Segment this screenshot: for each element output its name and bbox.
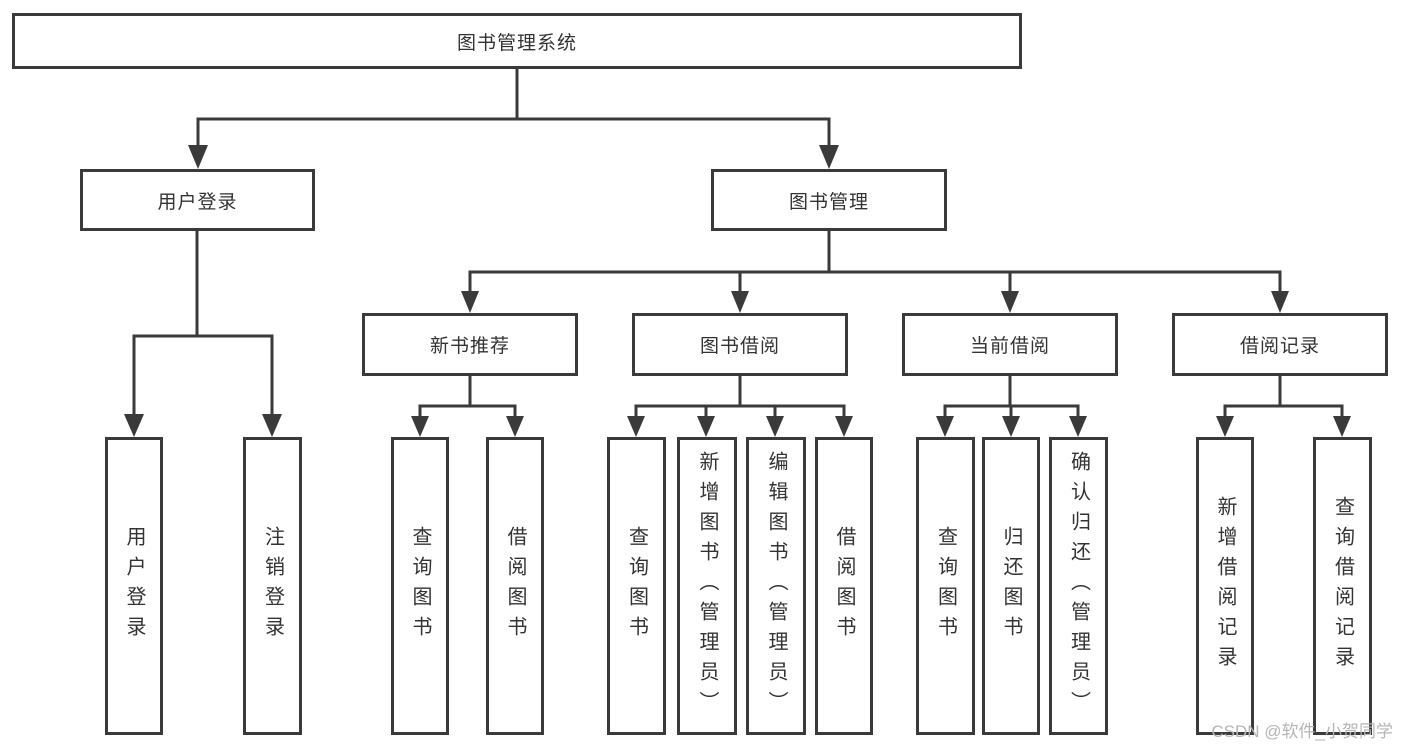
node-book-borrowing-label: 图书借阅 [699, 336, 780, 357]
node-root: 图书管理系统 [12, 13, 1022, 69]
leaf-query-book-1: 查询图书 [391, 437, 449, 735]
csdn-watermark: CSDN @软件_小贺同学 [1211, 722, 1393, 741]
node-new-book-recommend: 新书推荐 [362, 313, 578, 376]
node-book-management: 图书管理 [711, 169, 947, 231]
arrowhead-icon [835, 416, 853, 437]
leaf-add-book-admin: 新增图书（管理员） [677, 437, 737, 735]
arrowhead-icon [1271, 291, 1289, 313]
leaf-logout: 注销登录 [243, 437, 302, 735]
node-borrowing-records-label: 借阅记录 [1239, 336, 1320, 357]
leaf-return-book: 归还图书 [982, 437, 1040, 735]
node-current-borrowing: 当前借阅 [902, 313, 1118, 376]
leaf-add-book-admin-label: 新增图书（管理员） [696, 451, 718, 721]
leaf-add-borrow-record: 新增借阅记录 [1196, 437, 1254, 735]
leaf-confirm-return-admin: 确认归还（管理员） [1049, 437, 1108, 735]
leaf-edit-book-admin: 编辑图书（管理员） [746, 437, 806, 735]
leaf-edit-book-admin-label: 编辑图书（管理员） [765, 451, 787, 721]
arrowhead-icon [506, 416, 524, 437]
leaf-query-borrow-record: 查询借阅记录 [1313, 437, 1372, 735]
leaf-borrow-book-1: 借阅图书 [486, 437, 544, 735]
arrowhead-icon [1216, 416, 1234, 437]
leaf-confirm-return-admin-label: 确认归还（管理员） [1067, 451, 1090, 721]
leaf-query-book-2: 查询图书 [607, 437, 666, 735]
leaf-query-book-3-label: 查询图书 [934, 526, 957, 646]
arrowhead-icon [124, 414, 144, 437]
leaf-return-book-label: 归还图书 [1000, 526, 1022, 646]
arrowhead-icon [731, 291, 749, 313]
leaf-query-book-1-label: 查询图书 [409, 526, 431, 646]
arrowhead-icon [627, 416, 645, 437]
arrowhead-icon [262, 414, 282, 437]
leaf-user-login-label: 用户登录 [123, 526, 145, 646]
leaf-logout-label: 注销登录 [261, 526, 284, 646]
leaf-query-book-3: 查询图书 [916, 437, 975, 735]
node-borrowing-records: 借阅记录 [1172, 313, 1388, 376]
arrowhead-icon [1333, 416, 1351, 437]
leaf-user-login: 用户登录 [105, 437, 163, 735]
arrowhead-icon [411, 416, 429, 437]
arrowhead-icon [766, 416, 784, 437]
arrowheads [124, 145, 1351, 437]
arrowhead-icon [461, 291, 479, 313]
arrowhead-icon [188, 145, 208, 169]
node-current-borrowing-label: 当前借阅 [969, 336, 1050, 357]
arrowhead-icon [1002, 416, 1020, 437]
arrowhead-icon [936, 416, 954, 437]
leaf-add-borrow-record-label: 新增借阅记录 [1214, 496, 1236, 676]
leaf-query-book-2-label: 查询图书 [625, 526, 648, 646]
node-root-label: 图书管理系统 [456, 32, 577, 54]
arrowhead-icon [1001, 291, 1019, 313]
node-new-book-recommend-label: 新书推荐 [429, 336, 510, 357]
node-user-login: 用户登录 [80, 169, 315, 231]
leaf-borrow-book-2: 借阅图书 [815, 437, 873, 735]
leaf-borrow-book-1-label: 借阅图书 [504, 526, 526, 646]
arrowhead-icon [819, 145, 839, 169]
node-book-management-label: 图书管理 [788, 191, 869, 213]
arrowhead-icon [1069, 416, 1087, 437]
arrowhead-icon [697, 416, 715, 437]
node-user-login-label: 用户登录 [157, 191, 238, 213]
node-book-borrowing: 图书借阅 [632, 313, 848, 376]
leaf-query-borrow-record-label: 查询借阅记录 [1331, 496, 1354, 676]
leaf-borrow-book-2-label: 借阅图书 [833, 526, 855, 646]
